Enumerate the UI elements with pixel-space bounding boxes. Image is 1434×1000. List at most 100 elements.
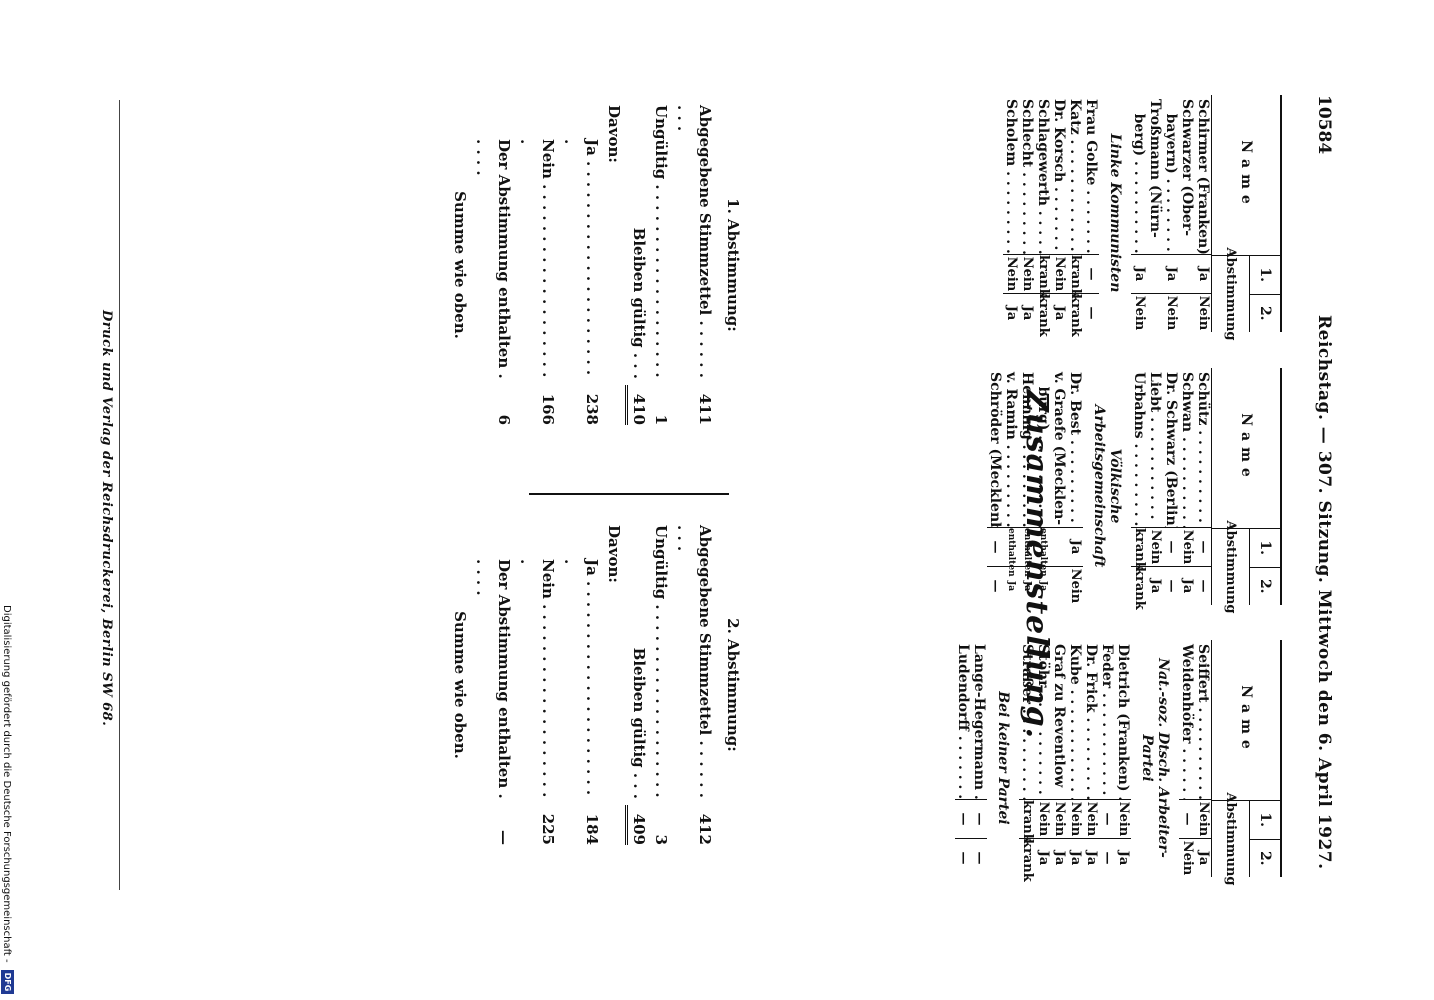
valid-line: Bleiben gültig . . . 409 — [625, 525, 650, 845]
vote-2-value: Nein — [1164, 295, 1179, 331]
vote-2-value: Ja — [1084, 850, 1099, 866]
member-name: Dr. Schwarz (Berlin) — [1163, 368, 1179, 528]
summary-divider — [529, 493, 729, 495]
vote-2-value — [1147, 294, 1163, 332]
submitted-label: Abgegebene Stimmzettel . . . . . . . . . — [674, 105, 714, 378]
vote-columns-header: 1.2. Abstimmung — [1212, 792, 1280, 886]
party-group-heading: Nat.-soz. Dtsch. Arbeiter-Partei — [1131, 640, 1179, 877]
abstimmung-header: Abstimmung — [1223, 520, 1238, 614]
vote-2-value: Ja — [1148, 578, 1163, 594]
party-name: Nat.-soz. Dtsch. Arbeiter-Partei — [1139, 658, 1171, 858]
vote-1-value: — — [987, 528, 1003, 567]
vote-1-header: 1. — [1250, 529, 1280, 568]
member-name: Schwarzer (Ober- — [1179, 95, 1195, 255]
member-name: v. Ramin . . . . . . . . . — [1003, 368, 1019, 528]
vote-1-value: Nein — [1067, 800, 1083, 839]
submitted-label: Abgegebene Stimmzettel . . . . . . . . . — [674, 525, 714, 798]
abstain-line: Der Abstimmung enthalten . . . . . — — [471, 525, 515, 845]
abstain-line: Der Abstimmung enthalten . . . . . 6 — [471, 105, 515, 425]
vote-1-value: enthalten — [1003, 528, 1019, 577]
submitted-line: Abgegebene Stimmzettel . . . . . . . . .… — [672, 105, 716, 425]
vote-1-value: Nein — [1035, 800, 1051, 839]
vote-numbers: 1.2. — [1249, 256, 1280, 332]
vote-2-value: krank — [1036, 294, 1051, 337]
member-name: Schwan . . . . . . . . . . — [1179, 368, 1195, 528]
abstimmung-header: Abstimmung — [1223, 247, 1238, 341]
member-name: Dr. Frick . . . . . . . . . — [1083, 640, 1099, 800]
abstain-value: — — [495, 830, 513, 845]
vote-2-value: krank — [1020, 839, 1035, 882]
vote-2-value: Ja — [1116, 850, 1131, 866]
table-row: Dr. Schwarz (Berlin)—— — [1163, 368, 1179, 605]
party-name: Bei keiner Partei — [995, 691, 1011, 825]
invalid-label: Ungültig . . . . . . . . . . . . . . . .… — [652, 105, 670, 378]
name-column-header: Name — [1212, 95, 1280, 256]
vote-1-value: Nein — [1195, 800, 1211, 839]
member-name: Schirmer (Franken) . . — [1195, 95, 1211, 255]
vote-2-value: — — [1196, 579, 1211, 593]
yes-label: Ja . . . . . . . . . . . . . . . . . . .… — [561, 139, 601, 376]
member-name: Troßmann (Nürn- — [1147, 95, 1163, 255]
member-name: Weidenhöfer . . . . . . — [1179, 640, 1195, 800]
total-label: Summe wie oben. — [451, 611, 469, 759]
vote-2-value: Ja — [1052, 850, 1067, 866]
member-name: Lange-Hegermann . . . — [971, 640, 987, 800]
vote-numbers: 1.2. — [1249, 801, 1280, 877]
summary-title: Zusammenstellung. — [1019, 390, 1054, 740]
name-column-header: Name — [1212, 368, 1280, 529]
vote-summary-1: 1. Abstimmung: Abgegebene Stimmzettel . … — [449, 105, 744, 425]
vote-1-value: Ja — [1195, 255, 1211, 294]
table-row: Frau Golke . . . . . . . .—— — [1083, 95, 1099, 332]
vote-2-value: — — [972, 851, 987, 865]
table-row: Feder . . . . . . . . . . .—— — [1099, 640, 1115, 877]
vote-1-value: Nein — [1019, 255, 1035, 294]
party-name: Linke Kommunisten — [1107, 133, 1123, 293]
vote-2-value: — — [1164, 579, 1179, 593]
member-name: Kube . . . . . . . . . . . . — [1067, 640, 1083, 800]
vote-1-value: — — [1099, 800, 1115, 839]
abstain-label: Der Abstimmung enthalten . . . . . — [473, 559, 513, 799]
total-label: Summe wie oben. — [451, 191, 469, 339]
member-name: Schröder (Mecklenb.) — [987, 368, 1003, 528]
vote-1-value: krank — [1019, 800, 1035, 843]
vote-1-value: — — [955, 800, 971, 839]
vote-2-value — [1179, 294, 1195, 332]
vote-1-header: 1. — [1250, 801, 1280, 840]
table-row: Schröder (Mecklenb.)—— — [987, 368, 1003, 605]
invalid-line: Ungültig . . . . . . . . . . . . . . . .… — [650, 525, 672, 845]
member-name: bayern) . . . . . . . . . — [1163, 95, 1179, 255]
member-name: Feder . . . . . . . . . . . — [1099, 640, 1115, 800]
page-header: 10584 Reichstag. — 307. Sitzung. Mittwoc… — [1304, 95, 1334, 925]
member-name: Scholem . . . . . . . . . — [1003, 95, 1019, 255]
davon-label: Davon: — [605, 525, 623, 583]
vote-1-value: — — [1195, 528, 1211, 567]
table-row: Weidenhöfer . . . . . .—Nein — [1179, 640, 1195, 877]
vote-2-value: Nein — [1180, 840, 1195, 876]
abstimmung-header: Abstimmung — [1223, 792, 1238, 886]
party-group-heading: Völkische Arbeitsgemeinschaft — [1083, 368, 1131, 605]
vote-numbers: 1.2. — [1249, 529, 1280, 605]
submitted-line: Abgegebene Stimmzettel . . . . . . . . .… — [672, 525, 716, 845]
valid-line: Bleiben gültig . . . 410 — [625, 105, 650, 425]
name-column-header: Name — [1212, 640, 1280, 801]
vote-2-value: Nein — [1132, 295, 1147, 331]
vote-1-value: Nein — [1179, 528, 1195, 567]
vote-1-value: Nein — [1051, 255, 1067, 294]
vote-1-value: — — [1179, 800, 1195, 839]
vote-columns-header: 1.2. Abstimmung — [1212, 247, 1280, 341]
vote-2-value: krank — [1068, 294, 1083, 337]
